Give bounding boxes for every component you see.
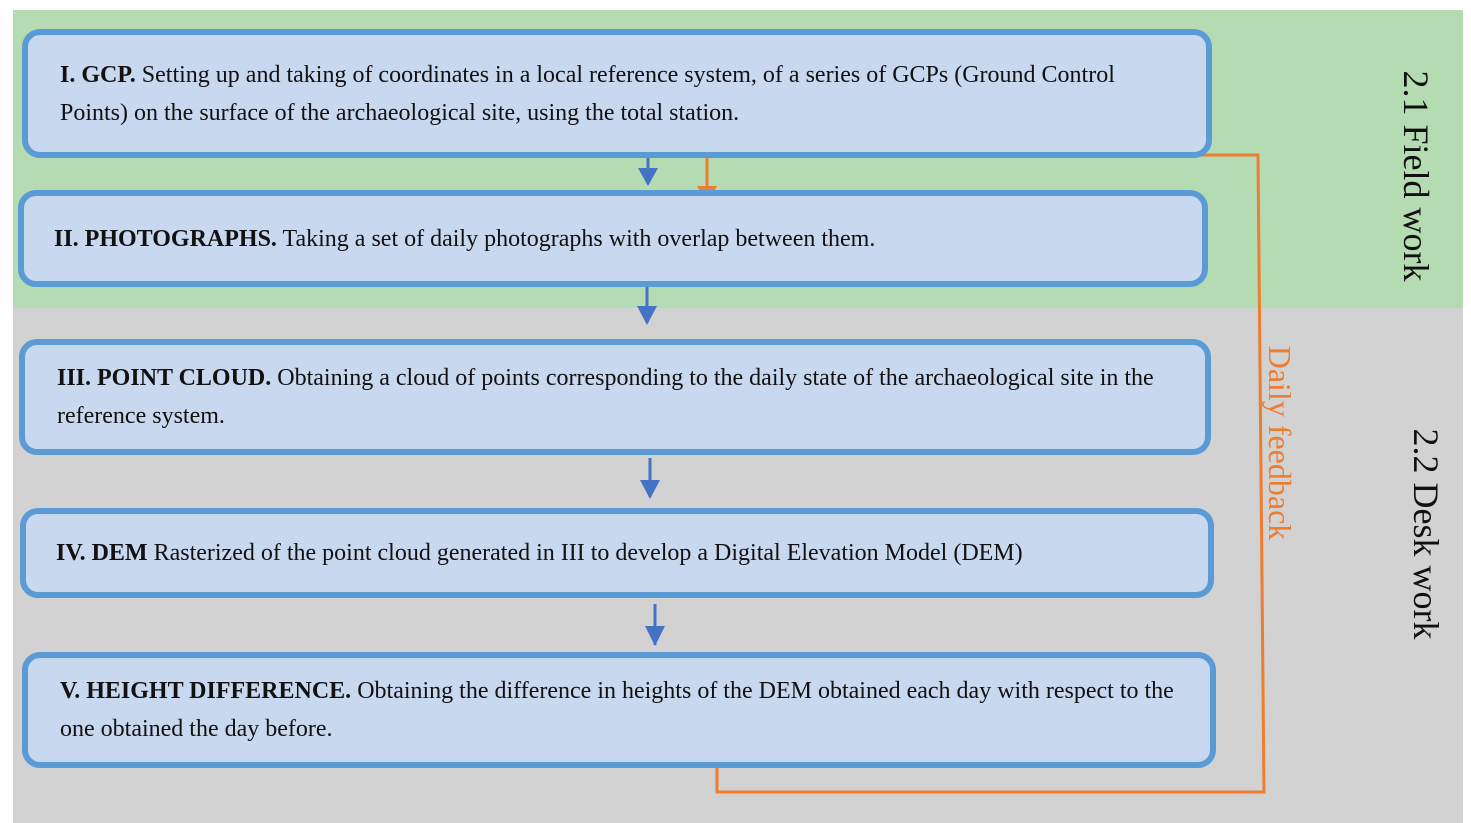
step-dem-box: IV. DEM Rasterized of the point cloud ge… <box>20 508 1214 598</box>
step-point-cloud-title: III. POINT CLOUD. <box>57 365 272 391</box>
step-point-cloud-box: III. POINT CLOUD. Obtaining a cloud of p… <box>19 339 1211 455</box>
step-photographs-title: II. PHOTOGRAPHS. <box>54 225 277 252</box>
arrow-head-2 <box>637 306 657 325</box>
step-gcp-title: I. GCP. <box>60 61 136 88</box>
desk-work-label: 2.2 Desk work <box>1406 428 1446 640</box>
step-height-difference-title: V. HEIGHT DIFFERENCE. <box>60 678 352 704</box>
step-dem-text: IV. DEM Rasterized of the point cloud ge… <box>56 534 1023 572</box>
arrow-head-4 <box>645 626 665 646</box>
feedback-line <box>705 153 1266 794</box>
step-gcp-text: I. GCP. Setting up and taking of coordin… <box>60 56 1176 132</box>
step-photographs-description: Taking a set of daily photographs with o… <box>276 225 876 252</box>
step-dem-description: Rasterized of the point cloud generated … <box>147 540 1023 566</box>
daily-feedback-label: Daily feedback <box>1262 345 1298 541</box>
step-photographs-text: II. PHOTOGRAPHS. Taking a set of daily p… <box>54 220 875 258</box>
step-gcp-box: I. GCP. Setting up and taking of coordin… <box>22 29 1212 158</box>
step-dem-title: IV. DEM <box>56 540 148 566</box>
arrow-head-1 <box>638 168 658 186</box>
step-point-cloud-text: III. POINT CLOUD. Obtaining a cloud of p… <box>57 359 1175 435</box>
step-height-difference-text: V. HEIGHT DIFFERENCE. Obtaining the diff… <box>60 672 1180 748</box>
step-height-difference-description: Obtaining the difference in heights of t… <box>60 678 1174 742</box>
step-height-difference-box: V. HEIGHT DIFFERENCE. Obtaining the diff… <box>22 652 1216 768</box>
step-arrows <box>637 145 665 646</box>
step-point-cloud-description: Obtaining a cloud of points correspondin… <box>57 365 1154 429</box>
field-work-label: 2.1 Field work <box>1396 70 1436 282</box>
step-gcp-description: Setting up and taking of coordinates in … <box>60 61 1115 126</box>
step-photographs-box: II. PHOTOGRAPHS. Taking a set of daily p… <box>18 190 1208 287</box>
arrow-head-3 <box>640 480 660 499</box>
